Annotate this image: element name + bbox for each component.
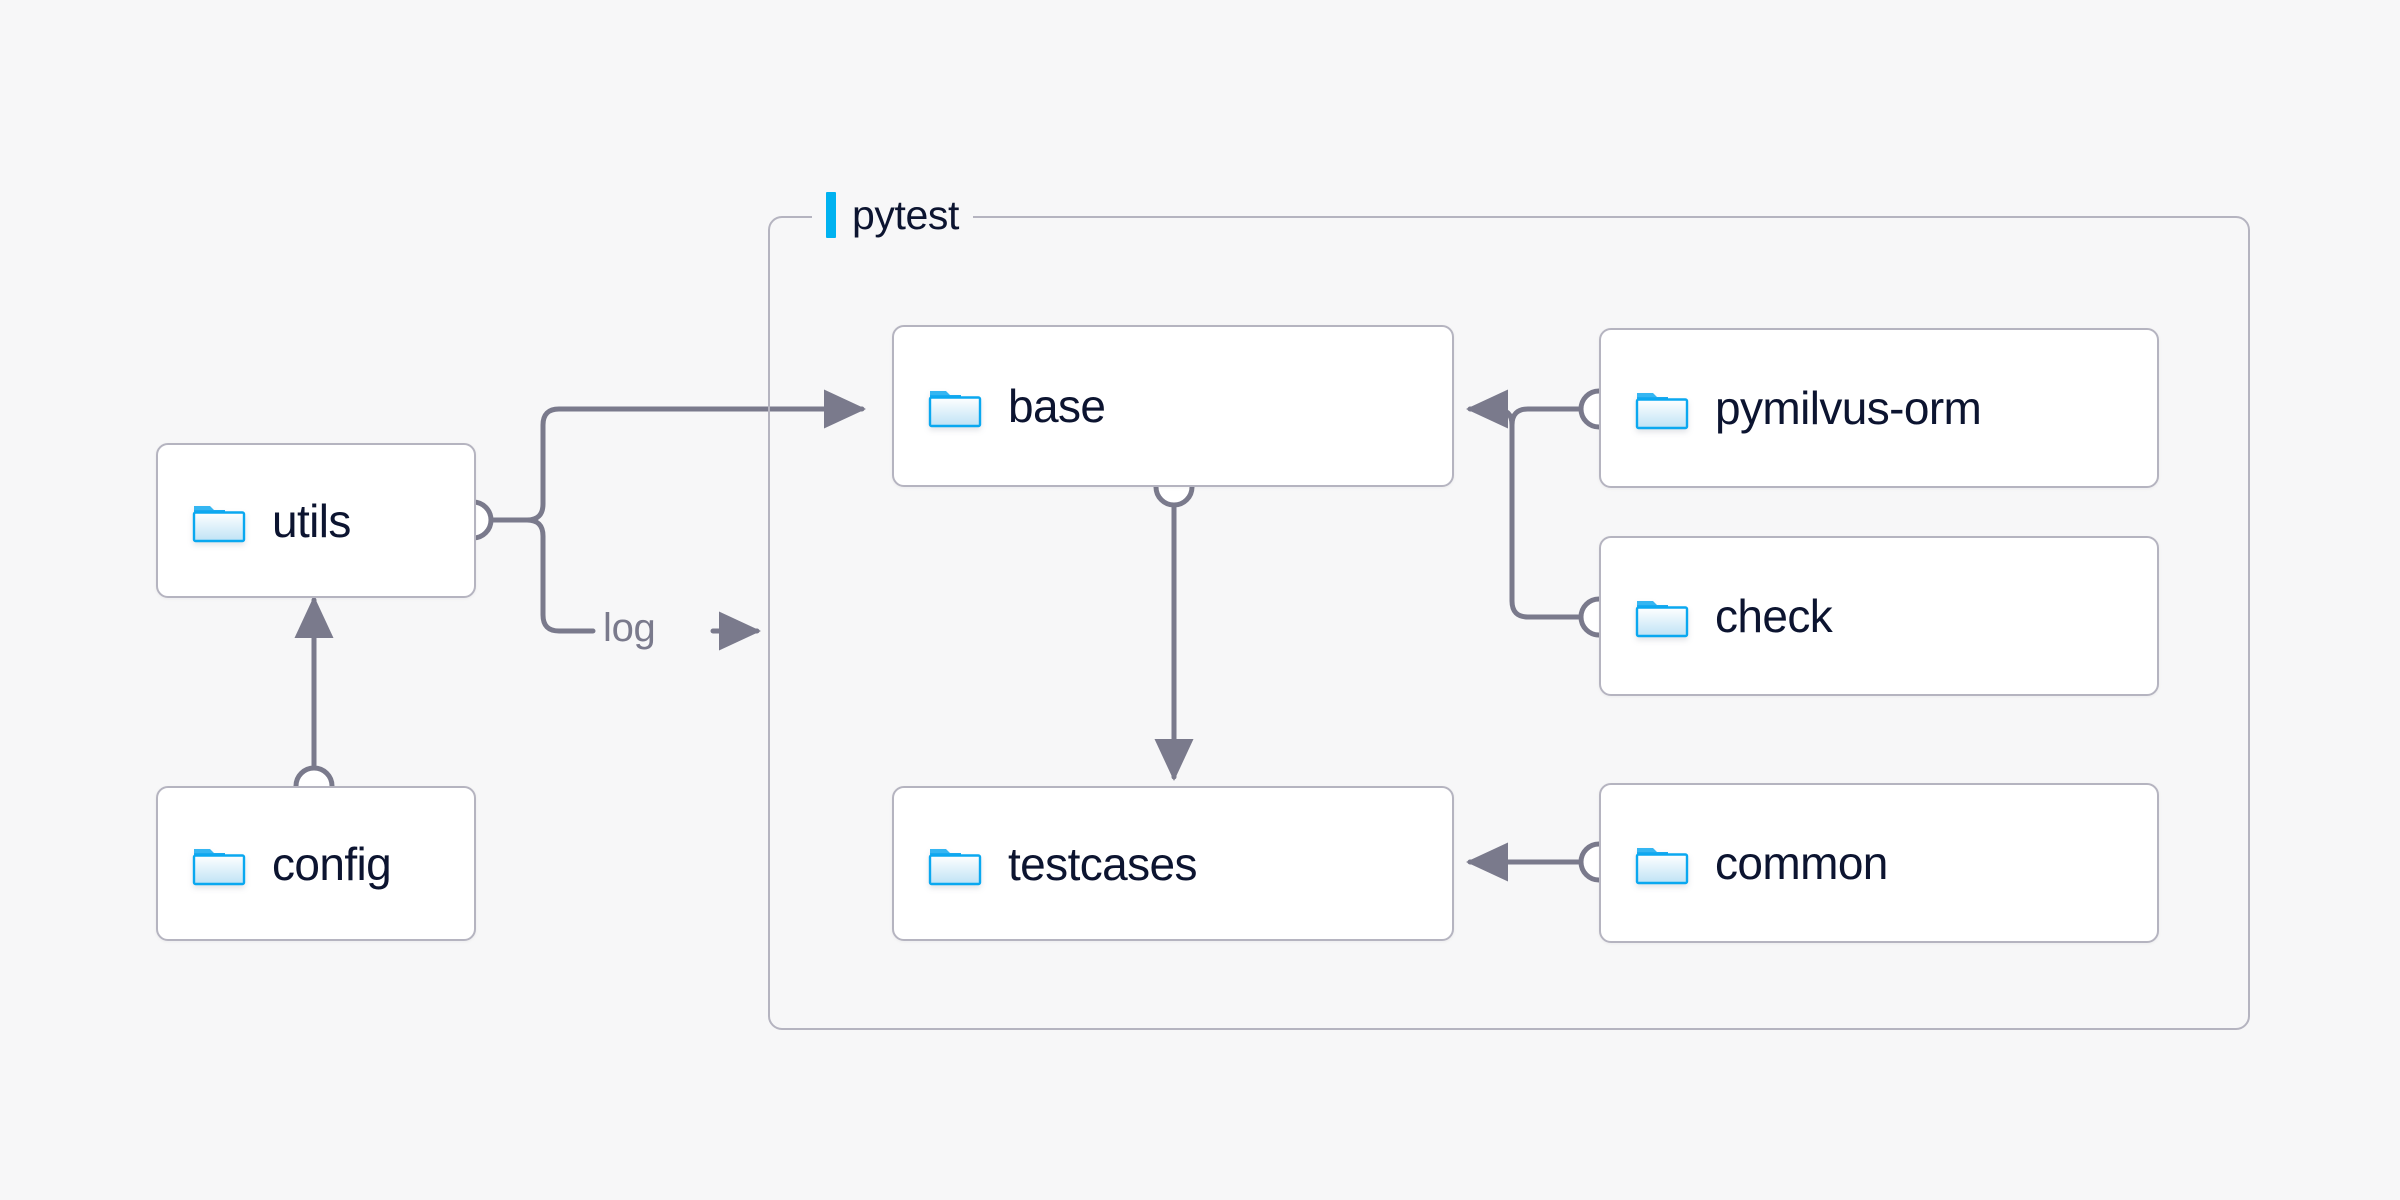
node-common[interactable]: common	[1599, 783, 2159, 943]
folder-icon	[1635, 841, 1689, 885]
folder-icon	[928, 384, 982, 428]
node-utils-label: utils	[272, 494, 351, 547]
node-utils[interactable]: utils	[156, 443, 476, 598]
folder-icon	[1635, 594, 1689, 638]
node-config-label: config	[272, 837, 392, 890]
node-testcases-label: testcases	[1008, 837, 1198, 890]
folder-icon	[192, 499, 246, 543]
group-pytest[interactable]	[768, 216, 2250, 1030]
edge-utils-to-log	[524, 517, 596, 634]
node-common-label: common	[1715, 837, 1888, 889]
node-pymilvus-orm-label: pymilvus-orm	[1715, 382, 1982, 434]
group-pytest-label: pytest	[812, 186, 973, 244]
node-check-label: check	[1715, 590, 1833, 642]
node-testcases[interactable]: testcases	[892, 786, 1454, 941]
node-base[interactable]: base	[892, 325, 1454, 487]
folder-icon	[1635, 386, 1689, 430]
edge-label-log: log	[603, 606, 656, 650]
folder-icon	[928, 842, 982, 886]
accent-bar-icon	[826, 192, 836, 238]
group-pytest-title: pytest	[852, 192, 959, 238]
node-config[interactable]: config	[156, 786, 476, 941]
node-pymilvus-orm[interactable]: pymilvus-orm	[1599, 328, 2159, 488]
node-check[interactable]: check	[1599, 536, 2159, 696]
folder-icon	[192, 842, 246, 886]
node-base-label: base	[1008, 380, 1106, 432]
